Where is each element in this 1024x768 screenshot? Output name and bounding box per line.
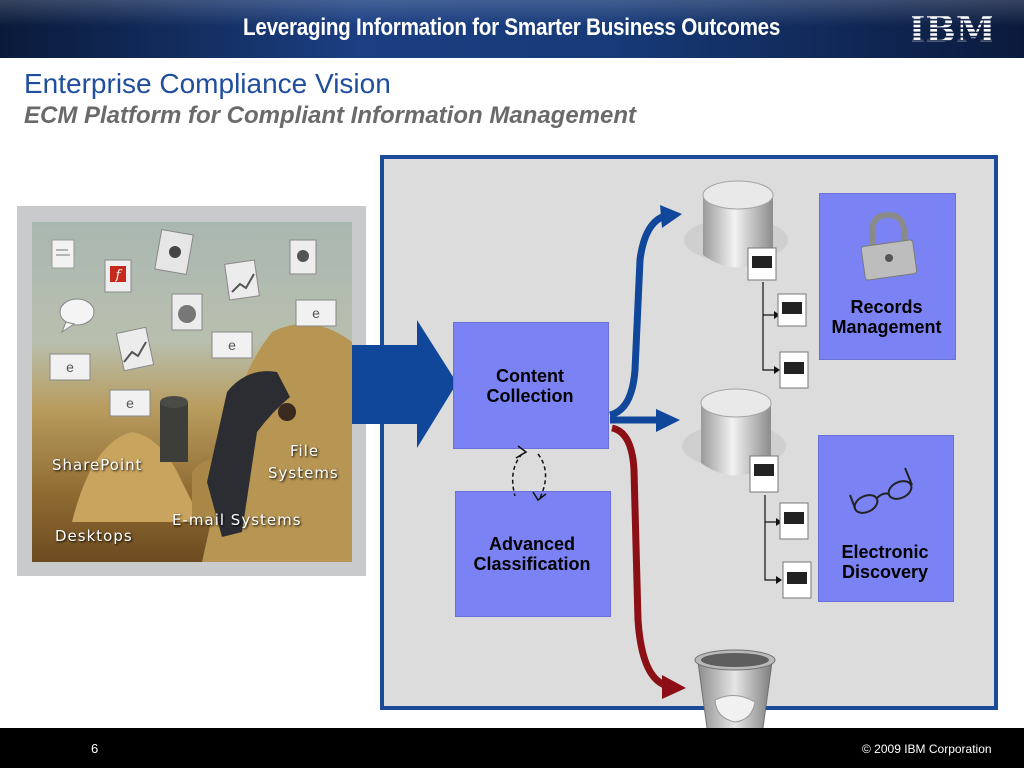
- email-icon: e: [211, 331, 253, 359]
- label-file-systems-2: Systems: [268, 464, 339, 482]
- label-email-systems: E-mail Systems: [172, 511, 302, 529]
- advanced-classification-label: Advanced Classification: [473, 534, 591, 574]
- label-file-systems-1: File: [290, 442, 320, 460]
- haystack-photo: f e e: [32, 222, 352, 562]
- advanced-classification-box[interactable]: [455, 491, 611, 617]
- flash-file-icon: f: [104, 259, 132, 293]
- slide-title: Enterprise Compliance Vision: [24, 68, 391, 99]
- slide-subtitle: ECM Platform for Compliant Information M…: [24, 102, 637, 129]
- document-icon: [51, 239, 75, 269]
- haystack-scene: f e e: [49, 228, 352, 562]
- page-number: 6: [91, 741, 99, 756]
- web-file-icon: [171, 293, 203, 331]
- user-file-icon: [154, 228, 194, 276]
- chart-file-icon: [115, 326, 155, 372]
- svg-text:e: e: [312, 305, 320, 321]
- svg-text:IBM: IBM: [912, 12, 992, 46]
- ibm-logo: IBM: [912, 12, 992, 46]
- chat-bubble-icon: [59, 298, 95, 334]
- electronic-discovery-box[interactable]: [818, 435, 954, 602]
- content-collection-box[interactable]: [453, 322, 609, 449]
- records-management-label: Records Management: [831, 297, 942, 337]
- footer-bar: [0, 728, 1024, 768]
- email-icon: e: [49, 353, 91, 381]
- banner-highlight: [0, 0, 1024, 26]
- svg-text:e: e: [126, 395, 134, 411]
- svg-text:e: e: [228, 337, 236, 353]
- label-sharepoint: SharePoint: [52, 456, 143, 474]
- audio-file-icon: [289, 239, 317, 275]
- content-collection-label: Content Collection: [486, 366, 574, 406]
- top-banner: [0, 0, 1024, 58]
- chart-file-icon: [224, 259, 260, 301]
- svg-text:e: e: [66, 359, 74, 375]
- email-icon: e: [109, 389, 151, 417]
- email-icon: e: [295, 299, 337, 327]
- copyright-text: © 2009 IBM Corporation: [862, 742, 992, 756]
- electronic-discovery-label: Electronic Discovery: [841, 542, 929, 582]
- banner-title: Leveraging Information for Smarter Busin…: [243, 14, 781, 41]
- svg-text:f: f: [115, 268, 123, 283]
- big-arrow-icon: [352, 320, 457, 448]
- label-desktops: Desktops: [55, 527, 133, 545]
